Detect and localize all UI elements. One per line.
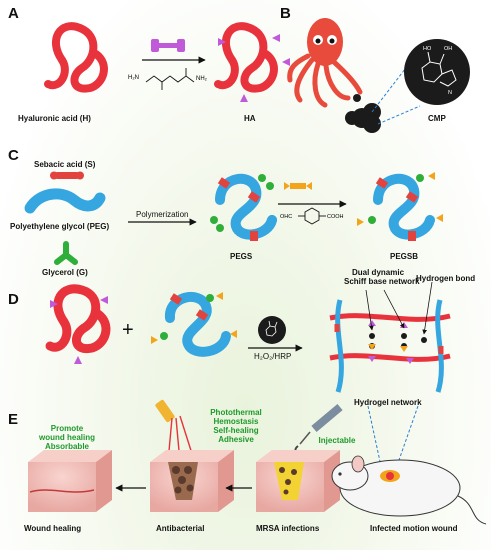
adh-structure [145, 68, 195, 90]
svg-text:HO: HO [423, 46, 432, 52]
label-self-healing: Self-healing [213, 426, 259, 435]
label-absorbable: Absorbable [44, 442, 89, 451]
label-dual-dynamic: Dual dynamic [352, 268, 405, 277]
pegs-polymer [210, 173, 277, 241]
zoom-line-top [371, 59, 413, 113]
panel-label-a: A [8, 5, 19, 22]
skin-block-mrsa [256, 450, 340, 512]
ha-chain-d-tail [45, 317, 72, 352]
ha-grafts [218, 34, 290, 102]
mouse-illustration [331, 455, 487, 525]
label-hydrogen-bond: Hydrogen bond [416, 274, 476, 283]
label-injectable: Injectable [318, 436, 356, 445]
label-peg: Polyethylene glycol (PEG) [10, 222, 110, 231]
zoom-line-e1 [367, 405, 385, 481]
label-schiff-base: Schiff base network [344, 277, 420, 286]
pointer-hbond [422, 281, 433, 335]
label-hydrogel-network: Hydrogel network [354, 398, 422, 407]
label-ha: HA [244, 114, 256, 123]
label-plus: + [122, 319, 134, 341]
label-infected-motion-wound: Infected motion wound [370, 524, 458, 533]
cba-cooh: COOH [327, 214, 344, 220]
panel-d-graphics [45, 281, 451, 393]
peg-chain [24, 188, 106, 214]
label-mrsa-infections: MRSA infections [256, 524, 320, 533]
label-pegsb: PEGSB [390, 252, 419, 261]
label-cmp: CMP [428, 114, 446, 123]
label-hyaluronic-acid: Hyaluronic acid (H) [18, 114, 91, 123]
label-wound-healing-green: wound healing [39, 433, 95, 442]
octopus-illustration [287, 18, 363, 108]
adh-nh2-right: NH₂ [196, 76, 208, 82]
label-hemostasis: Hemostasis [213, 417, 259, 426]
pointer-schiff-1 [365, 289, 374, 331]
svg-text:N: N [448, 90, 452, 96]
panel-a-graphics: H₂N NH₂ [44, 22, 290, 102]
sebacic-acid-molecule [50, 171, 84, 180]
panel-label-b: B [280, 5, 291, 22]
panel-label-c: C [8, 147, 19, 164]
panel-label-e: E [8, 411, 19, 428]
ha-chain-tail [214, 56, 239, 90]
svg-text:OH: OH [444, 46, 452, 52]
label-adhesive: Adhesive [218, 435, 254, 444]
ha-d-grafts [50, 296, 108, 364]
hydrogel-network [329, 299, 451, 393]
panel-e-graphics [28, 399, 487, 525]
pegsb-polymer [357, 172, 443, 241]
cba-structure [298, 207, 326, 225]
cba-ohc: OHC [280, 214, 292, 220]
panel-label-d: D [8, 291, 19, 308]
adh-h2n-left: H₂N [128, 75, 139, 81]
aldehyde-molecule [284, 182, 312, 190]
label-antibacterial: Antibacterial [156, 524, 205, 533]
label-wound-healing: Wound healing [24, 524, 82, 533]
label-polymerization: Polymerization [136, 210, 189, 219]
label-sebacic-acid: Sebacic acid (S) [34, 160, 96, 169]
label-h2o2-hrp: H₂O₂/HRP [254, 352, 292, 361]
ha-chain [222, 22, 278, 93]
glycerol-molecule [54, 241, 78, 265]
label-promote: Promote [50, 424, 84, 433]
skin-block-antibacterial [150, 450, 234, 512]
ha-chain-d [53, 284, 111, 354]
zoom-line-bottom [377, 105, 421, 125]
hyaluronic-acid-chain [52, 22, 108, 93]
adh-molecule [151, 39, 185, 52]
cmp-structure-circle: HO OH N [404, 39, 470, 105]
hyaluronic-acid-chain-tail [44, 56, 69, 90]
label-pegs: PEGS [230, 252, 253, 261]
skin-block-healing [28, 450, 112, 512]
pointer-schiff-2 [383, 289, 405, 329]
panel-b-graphics: HO OH N [287, 18, 470, 133]
pegsb-d-polymer [151, 292, 237, 357]
panel-c-graphics: OHC COOH [24, 171, 443, 265]
label-photothermal: Photothermal [210, 408, 262, 417]
cmp-d-structure-circle [258, 316, 286, 344]
label-glycerol: Glycerol (G) [42, 268, 88, 277]
